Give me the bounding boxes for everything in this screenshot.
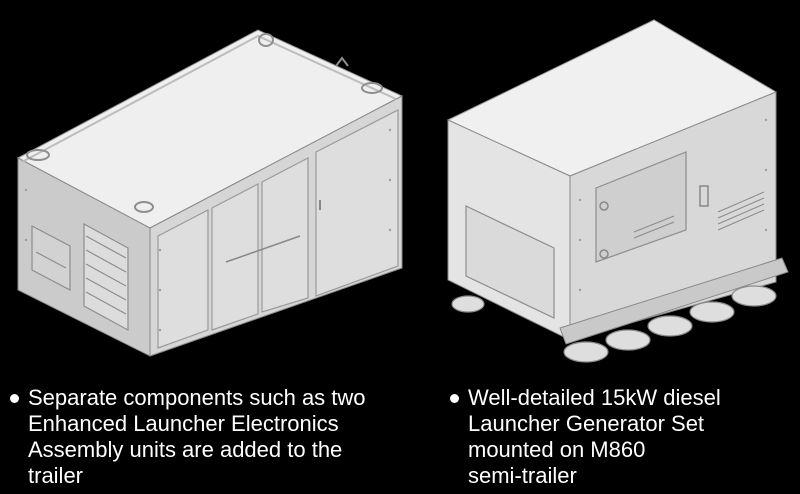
- assembly-lifting-eyes: [26, 33, 383, 213]
- generator-vent-grille: [633, 191, 765, 239]
- left-caption: Separate components such as two Enhanced…: [10, 385, 410, 489]
- right-caption-text: Well-detailed 15kW diesel Launcher Gener…: [468, 385, 721, 488]
- bullet-icon: [10, 394, 19, 403]
- bullet-icon: [450, 394, 459, 403]
- generator-set-render: [446, 19, 789, 363]
- generator-access-panel: [465, 205, 555, 319]
- assembly-door-panels: [157, 109, 399, 349]
- trailer-wheels: [451, 285, 777, 363]
- trailer-frame: [559, 257, 789, 345]
- right-caption: Well-detailed 15kW diesel Launcher Gener…: [450, 385, 795, 489]
- assembly-connector-panel: [31, 225, 71, 291]
- assembly-vent-slats: [83, 222, 129, 332]
- generator-control-panel: [595, 151, 687, 263]
- left-caption-text: Separate components such as two Enhanced…: [28, 385, 366, 488]
- electronics-assembly-render: [16, 29, 404, 357]
